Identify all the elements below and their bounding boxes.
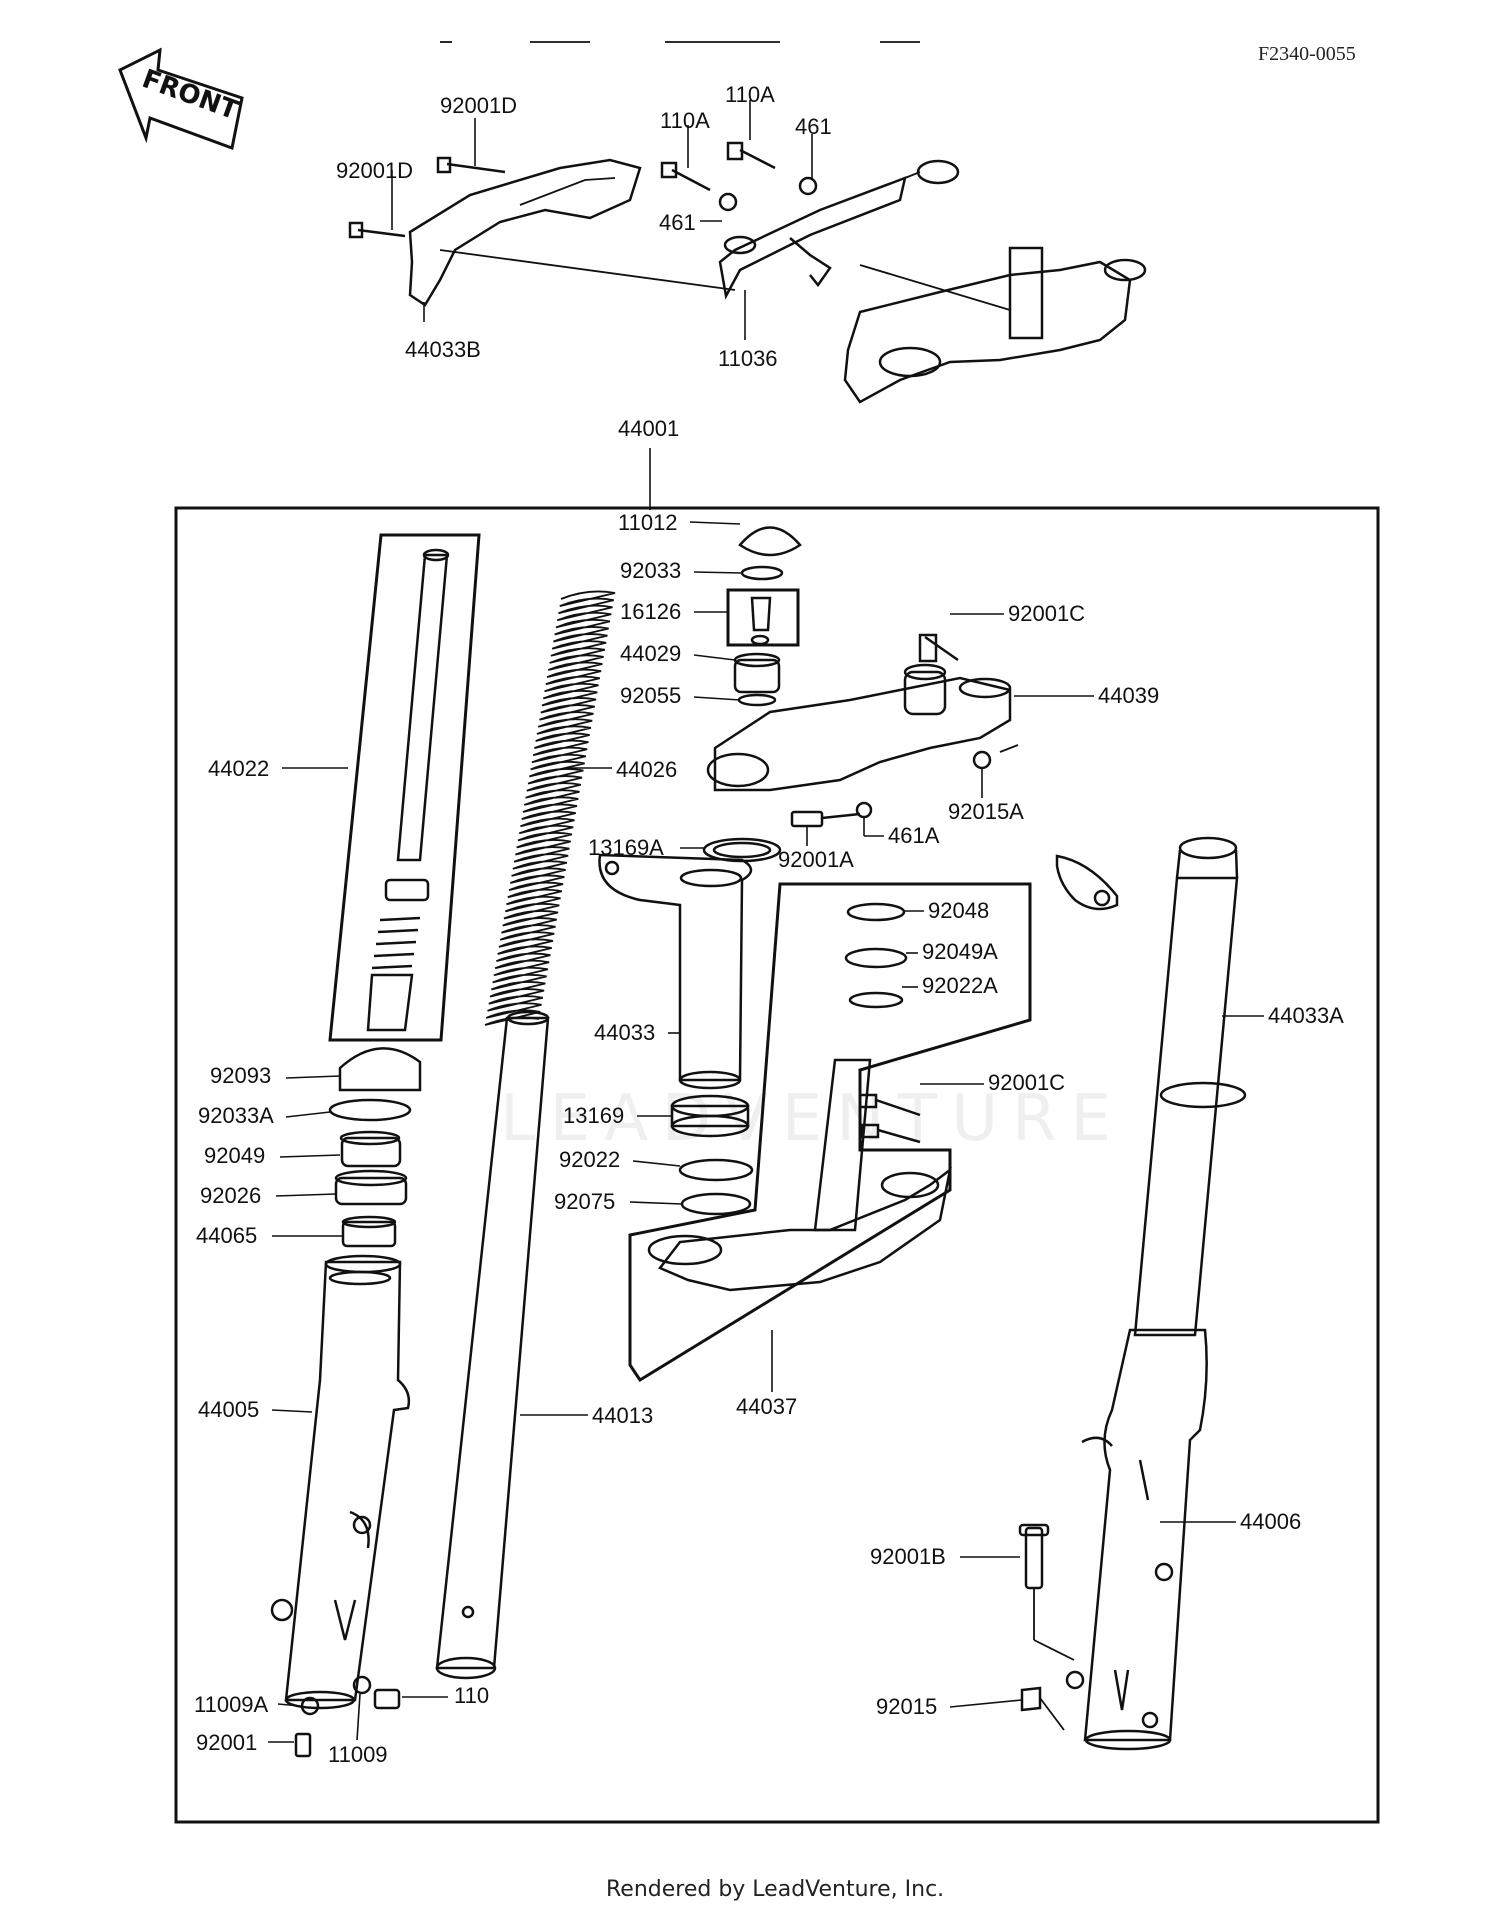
callout-461A: 461A — [888, 823, 940, 848]
callout-92033A: 92033A — [198, 1103, 274, 1128]
callout-92075: 92075 — [554, 1189, 615, 1214]
callout-461-a: 461 — [795, 114, 832, 139]
top-leaders — [391, 100, 813, 340]
callout-110: 110 — [454, 1683, 489, 1708]
callout-92022A: 92022A — [922, 973, 998, 998]
right-outer-tube-44006 — [1018, 1328, 1208, 1751]
callout-92026: 92026 — [200, 1183, 261, 1208]
handlebar-bracket-44033B — [408, 158, 736, 307]
watermark: LEADVENTURE — [500, 1082, 1125, 1156]
front-arrow-icon: FRONT — [118, 47, 244, 151]
callout-13169A: 13169A — [588, 835, 664, 860]
callout-44026: 44026 — [616, 757, 677, 782]
callout-44037: 44037 — [736, 1394, 797, 1419]
callout-16126: 16126 — [620, 599, 681, 624]
callout-110A-a: 110A — [660, 108, 710, 133]
upper-triple-clamp-sketch — [843, 246, 1147, 404]
callout-11009: 11009 — [328, 1742, 388, 1767]
callout-92033: 92033 — [620, 558, 681, 583]
callout-44029: 44029 — [620, 641, 681, 666]
callout-92022: 92022 — [559, 1147, 620, 1172]
callout-92001A: 92001A — [778, 847, 854, 872]
callout-92055: 92055 — [620, 683, 681, 708]
callout-44033A: 44033A — [1268, 1003, 1344, 1028]
callout-44022: 44022 — [208, 756, 269, 781]
fork-spring-44026 — [484, 590, 616, 1026]
damper-rod-assembly-44022 — [328, 533, 481, 1042]
callout-11036: 11036 — [718, 346, 778, 371]
callout-44005: 44005 — [198, 1397, 259, 1422]
callout-461-b: 461 — [659, 210, 696, 235]
callout-44033B: 44033B — [405, 337, 481, 362]
callout-44001: 44001 — [618, 416, 679, 441]
callout-92001D-b: 92001D — [336, 158, 413, 183]
wiring-bracket-11036 — [718, 159, 960, 300]
footer-credit: Rendered by LeadVenture, Inc. — [606, 1877, 944, 1902]
diagram-code: F2340-0055 — [1258, 43, 1356, 65]
steering-stem-44037 — [628, 882, 1032, 1383]
callout-92001: 92001 — [196, 1730, 257, 1755]
callout-92015: 92015 — [876, 1694, 937, 1719]
callout-44065: 44065 — [196, 1223, 257, 1248]
top-cap-stack — [726, 526, 802, 707]
callout-92015A: 92015A — [948, 799, 1024, 824]
callout-44039: 44039 — [1098, 683, 1159, 708]
callout-44033: 44033 — [594, 1020, 655, 1045]
callout-92049A: 92049A — [922, 939, 998, 964]
callout-11009A: 11009A — [194, 1692, 269, 1717]
right-inner-tube-44033A — [1055, 836, 1247, 1337]
top-fasteners — [348, 141, 818, 239]
left-outer-tube-44005 — [270, 1254, 411, 1710]
callout-92001C-b: 92001C — [988, 1070, 1065, 1095]
callout-11012: 11012 — [618, 510, 678, 535]
callout-44006: 44006 — [1240, 1509, 1301, 1534]
left-seal-stack — [328, 1047, 422, 1248]
callout-92048: 92048 — [928, 898, 989, 923]
callout-13169: 13169 — [563, 1103, 624, 1128]
callout-92001C-a: 92001C — [1008, 601, 1085, 626]
fork-assembly-frame — [174, 506, 1380, 1824]
callout-92001D-a: 92001D — [440, 93, 517, 118]
callout-92093: 92093 — [210, 1063, 271, 1088]
callout-92049: 92049 — [204, 1143, 265, 1168]
upper-bracket-44039 — [706, 633, 1019, 828]
bottom-fasteners — [294, 1675, 401, 1758]
callout-44013: 44013 — [592, 1403, 653, 1428]
callout-92001B: 92001B — [870, 1544, 946, 1569]
callout-110A-b: 110A — [725, 82, 775, 107]
inner-tube-44013 — [435, 1010, 550, 1680]
